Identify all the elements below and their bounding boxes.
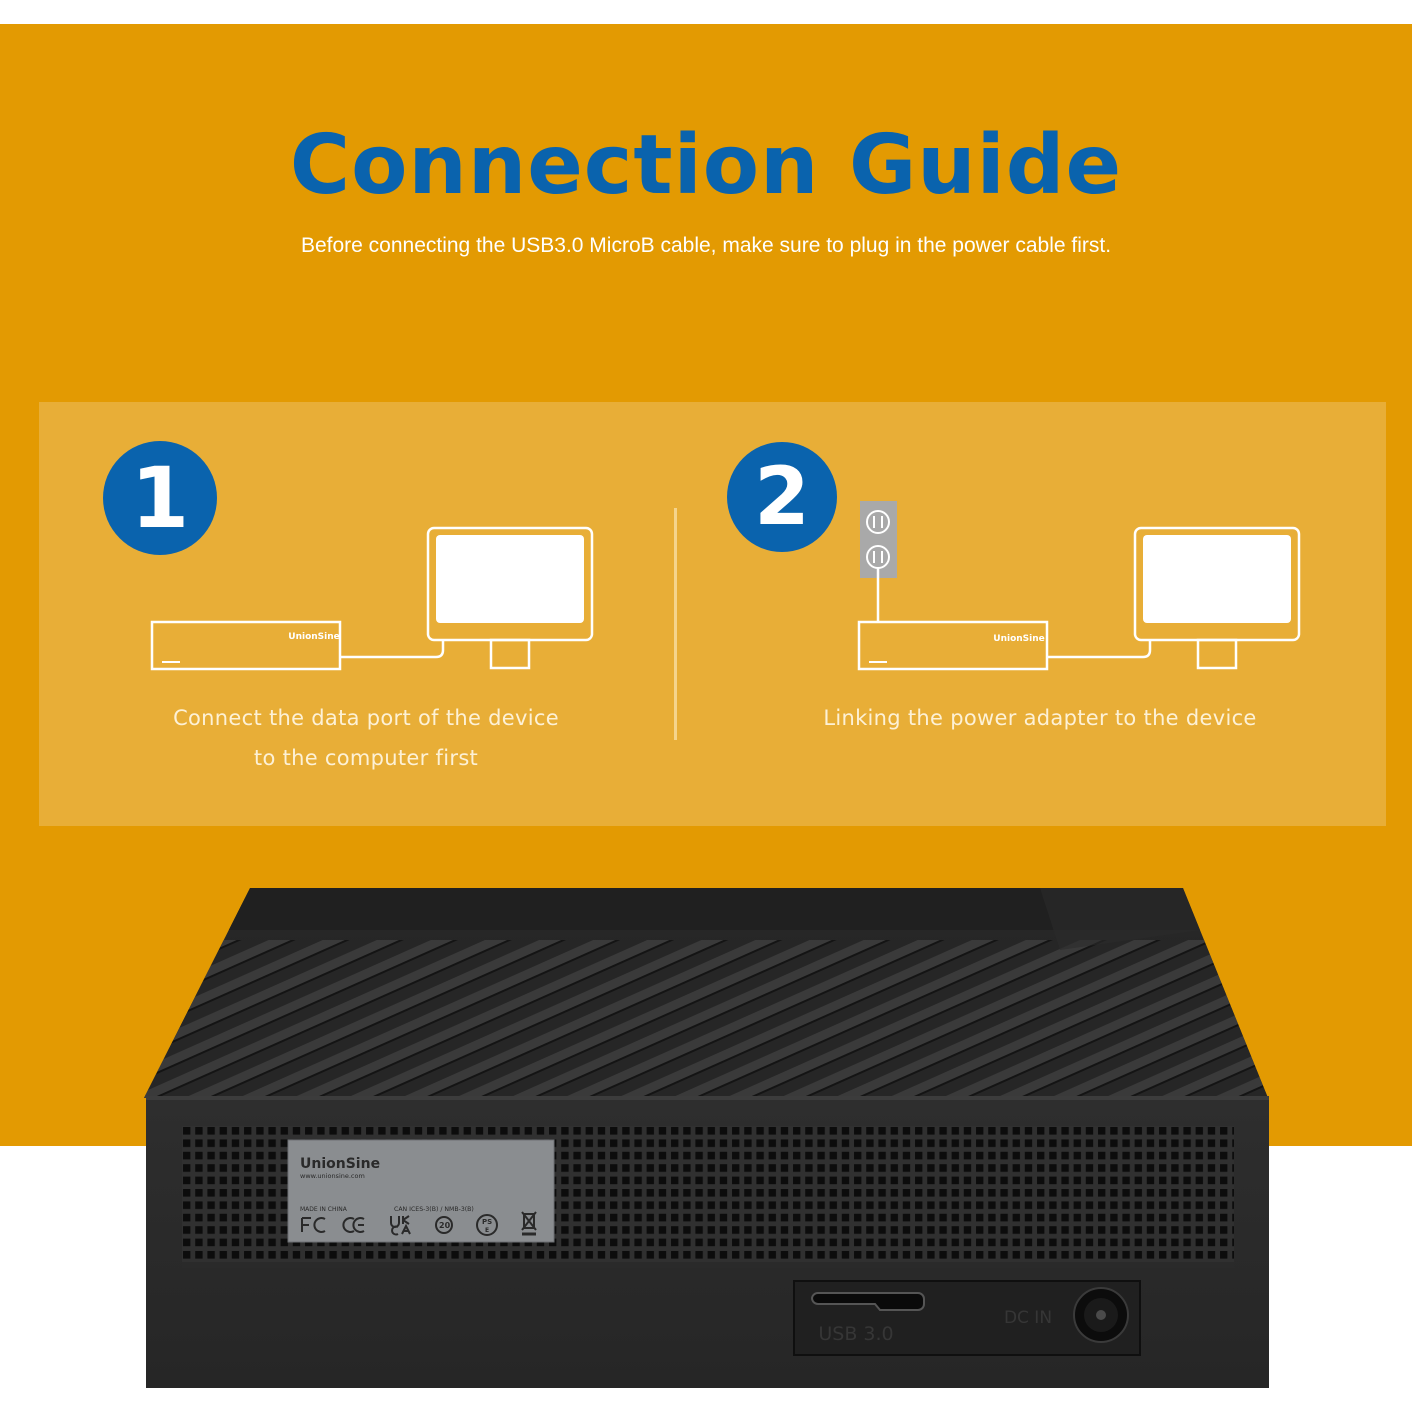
label-brand: UnionSine (300, 1156, 380, 1172)
label-url: www.unionsine.com (300, 1172, 365, 1180)
step-1-caption: Connect the data port of the device to t… (120, 698, 612, 778)
step-1-badge: 1 (103, 441, 217, 555)
certification-marks-icon (301, 1211, 537, 1236)
label-origin: MADE IN CHINA (300, 1206, 348, 1213)
page-subtitle: Before connecting the USB3.0 MicroB cabl… (300, 234, 1112, 257)
usb-port-icon (810, 1291, 925, 1311)
svg-text:E: E (485, 1227, 489, 1234)
page-title: Connection Guide (289, 118, 1123, 213)
port-panel: USB 3.0 DC IN (793, 1280, 1141, 1356)
svg-text:20: 20 (439, 1221, 451, 1230)
label-compliance: CAN ICES-3(B) / NMB-3(B) (394, 1206, 474, 1213)
step-2-caption-line-1: Linking the power adapter to the device (823, 706, 1257, 730)
device-label: UnionSine www.unionsine.com MADE IN CHIN… (287, 1139, 555, 1243)
dc-port-label: DC IN (1004, 1308, 1052, 1328)
step-1-caption-line-2: to the computer first (253, 746, 479, 770)
usb-port-label: USB 3.0 (818, 1323, 893, 1345)
steps-divider (674, 508, 677, 740)
step-2-caption: Linking the power adapter to the device (790, 698, 1290, 738)
dc-jack-icon (1073, 1287, 1129, 1343)
svg-text:PS: PS (482, 1218, 492, 1226)
step-2-badge: 2 (727, 442, 837, 552)
device-top-surface (144, 888, 1268, 1098)
step-1-caption-line-1: Connect the data port of the device (173, 706, 559, 730)
